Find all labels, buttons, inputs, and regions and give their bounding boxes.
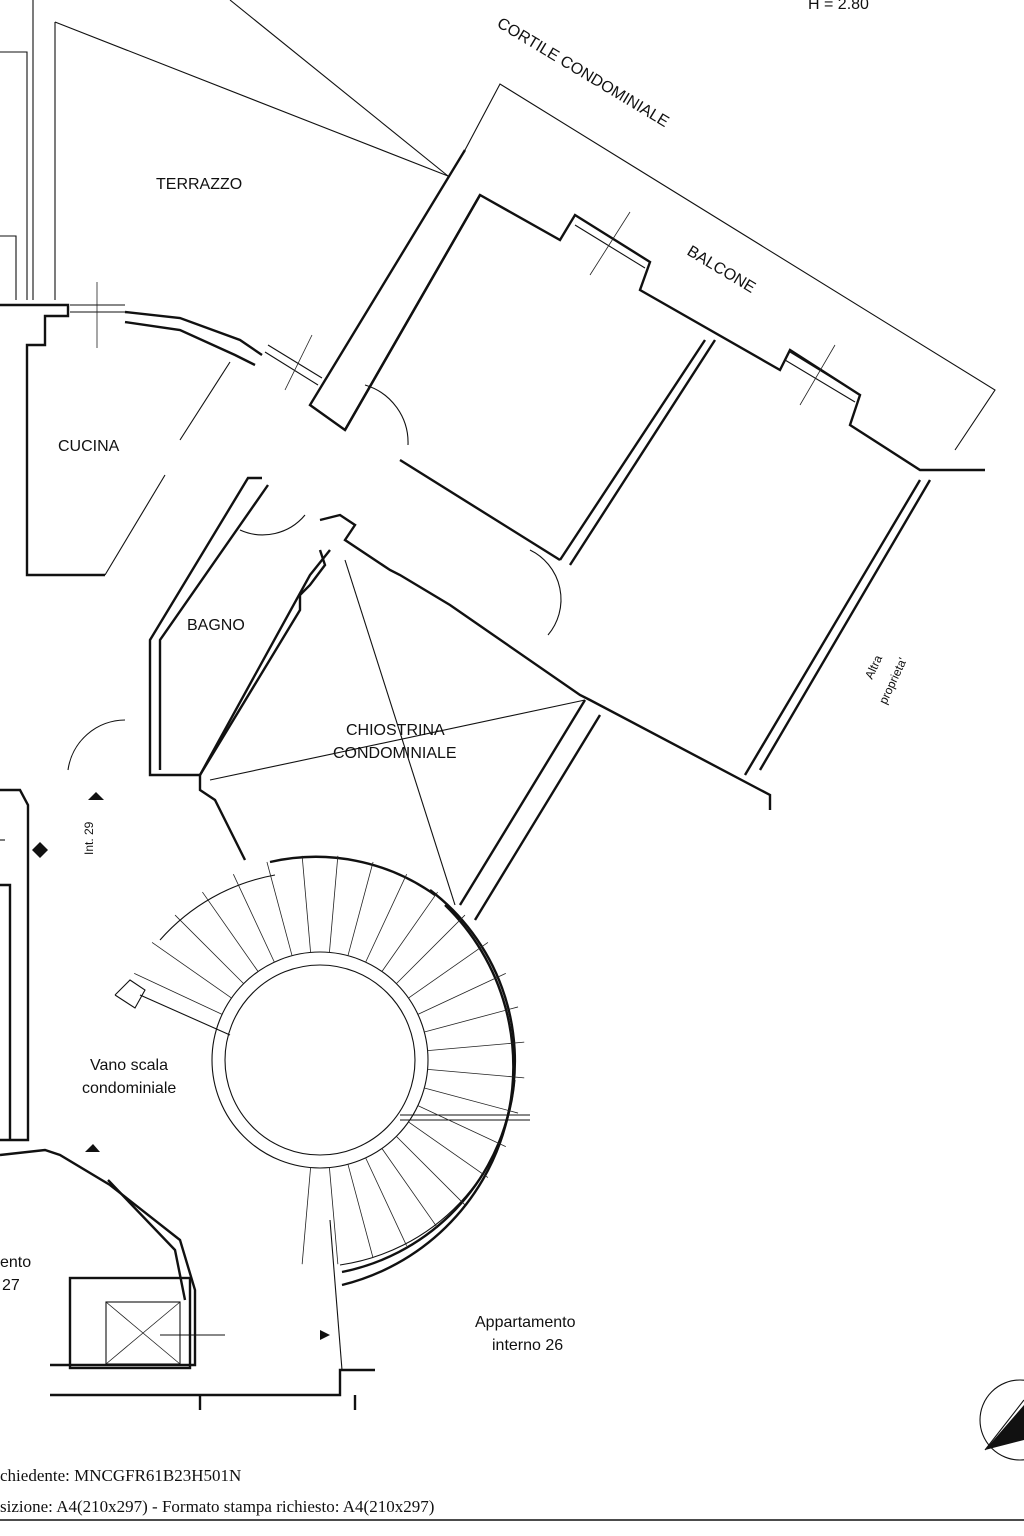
label-chiostrina-1: CHIOSTRINA	[346, 722, 445, 739]
label-int29: Int. 29	[82, 821, 96, 855]
stair-tread	[266, 861, 293, 956]
bathroom-wall-inner	[158, 484, 269, 770]
terrace-top-edge	[229, 0, 449, 177]
stair-tread	[427, 1069, 525, 1079]
stair-tread	[381, 891, 438, 972]
chiostrina-north-wall	[319, 513, 772, 810]
label-vano-1: Vano scala	[90, 1057, 168, 1074]
stair-treads	[134, 855, 525, 1265]
stair-tread	[381, 1148, 438, 1229]
stair-tread	[174, 914, 244, 984]
stair-tread	[233, 874, 275, 963]
door-arc-1	[364, 384, 409, 446]
label-apt27-2: 27	[2, 1277, 20, 1294]
chiostrina-diag-1	[344, 559, 456, 906]
label-apt26-2: interno 26	[492, 1337, 563, 1354]
footer-line-2: sizione: A4(210x297) - Formato stampa ri…	[0, 1497, 435, 1516]
stair-tread	[408, 1121, 489, 1178]
label-terrazzo: TERRAZZO	[156, 176, 242, 193]
label-apt27-1: ento	[0, 1254, 31, 1271]
stair-tread	[365, 1157, 407, 1246]
door-arc-4	[67, 719, 126, 771]
exterior-wall-inner	[343, 194, 482, 431]
stair-tread	[417, 1105, 506, 1147]
kitchen-diag	[104, 474, 166, 576]
stair-tread	[301, 855, 311, 953]
chiostrina-diag-2	[209, 699, 586, 781]
left-column-inner	[0, 235, 17, 300]
kitchen-north-wall	[124, 310, 263, 356]
door-arc-3	[529, 549, 562, 636]
kitchen-wall	[0, 303, 105, 577]
chiostrina-east-wall	[473, 714, 602, 921]
label-cortile: CORTILE CONDOMINIALE	[494, 15, 672, 131]
stair-tread	[347, 1164, 374, 1259]
chiostrina-east-wall-2	[458, 699, 587, 906]
wall-east-2	[758, 479, 932, 771]
apt27-wall-2	[107, 1179, 187, 1301]
stair-tread	[347, 861, 374, 956]
kitchen-north-wall-2	[124, 320, 256, 367]
bedroom-partition-2	[558, 339, 707, 561]
stair-tread	[424, 1006, 519, 1033]
kitchen-opening	[179, 361, 231, 441]
bathroom-wall	[148, 476, 327, 777]
bedroom-partition	[568, 339, 717, 566]
stair-tread	[396, 914, 466, 984]
stair-tread	[396, 1136, 466, 1206]
entry-arrow-icon	[32, 792, 330, 1340]
stair-hall-west-wall-2	[0, 883, 12, 1140]
stair-hall-west-wall	[0, 788, 30, 1142]
stair-tread	[408, 942, 489, 999]
lift-cabin	[105, 1301, 181, 1365]
wall-east	[743, 479, 922, 776]
south-wall	[50, 1368, 375, 1397]
door-arc-2	[239, 514, 306, 536]
lift-x-2	[105, 1301, 181, 1365]
stair-tread	[329, 855, 339, 953]
label-vano-2: condominiale	[82, 1080, 176, 1097]
label-apt26-1: Appartamento	[475, 1314, 576, 1331]
label-altra-1: Altra	[862, 653, 885, 682]
lift-shaft	[68, 1276, 192, 1370]
window-marks	[70, 211, 861, 406]
height-label: H = 2.80	[808, 0, 869, 13]
label-balcone: BALCONE	[684, 243, 758, 297]
exterior-wall-ne	[308, 149, 985, 472]
stair-tread	[427, 1041, 525, 1051]
bedroom-south-wall	[399, 458, 561, 562]
courtyard-outline	[464, 83, 996, 451]
stair-tread	[365, 874, 407, 963]
label-cucina: CUCINA	[58, 438, 120, 455]
label-chiostrina-2: CONDOMINIALE	[333, 745, 457, 762]
label-bagno: BAGNO	[187, 617, 245, 634]
spiral-staircase	[114, 855, 530, 1371]
stair-tread	[301, 1167, 311, 1265]
footer-line-1: chiedente: MNCGFR61B23H501N	[0, 1466, 242, 1485]
stair-tread	[417, 973, 506, 1015]
stair-tread	[134, 973, 223, 1015]
terrace-diag	[54, 21, 449, 177]
stair-tread	[424, 1087, 519, 1114]
stair-tread	[151, 942, 232, 999]
chiostrina-west-wall	[198, 549, 331, 861]
stair-tread	[202, 891, 259, 972]
left-column	[0, 51, 28, 300]
north-arrow-icon	[979, 1379, 1024, 1461]
apt27-wall	[0, 1148, 197, 1367]
stair-tread	[329, 1167, 339, 1265]
